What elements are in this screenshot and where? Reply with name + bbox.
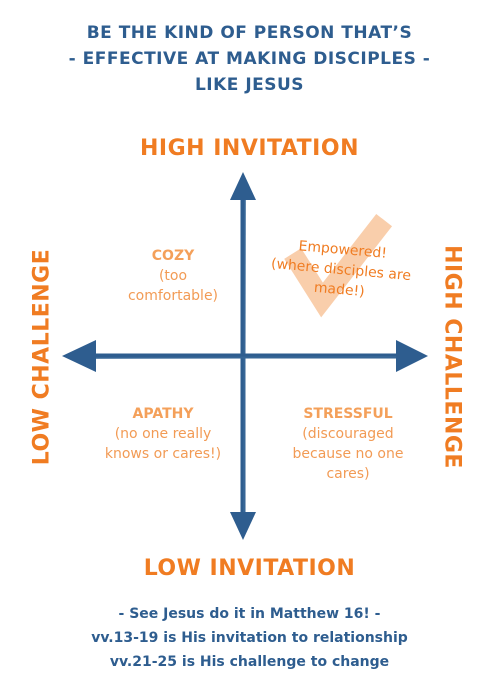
header-line-3: LIKE JESUS (194, 75, 305, 95)
quadrant-apathy: APATHY (no one really knows or cares!) (88, 404, 238, 464)
arrow-left-icon (62, 340, 96, 372)
axis-label-low-invitation: LOW INVITATION (143, 556, 356, 581)
arrow-right-icon (396, 340, 428, 372)
quadrant-stressful: STRESSFUL (discouraged because no one ca… (278, 404, 418, 484)
quadrant-desc-line: comfortable) (127, 288, 219, 304)
quadrant-cozy: COZY (too comfortable) (118, 246, 228, 306)
axis-label-high-invitation: HIGH INVITATION (140, 136, 359, 161)
quadrant-desc-line: knows or cares!) (104, 446, 222, 462)
footer-line-3: vv.21-25 is His challenge to change (109, 654, 390, 670)
footer-notes: - See Jesus do it in Matthew 16! - vv.13… (0, 602, 499, 674)
quadrant-title: STRESSFUL (303, 406, 393, 422)
arrow-up-icon (230, 172, 256, 200)
checkmark-icon (284, 213, 393, 318)
quadrant-desc-line: (no one really (114, 426, 212, 442)
arrow-down-icon (230, 512, 256, 540)
quadrant-desc-line: (too (158, 268, 188, 284)
axis-label-low-challenge: LOW CHALLENGE (29, 248, 55, 466)
footer-line-2: vv.13-19 is His invitation to relationsh… (91, 630, 408, 646)
header-line-1: BE THE KIND OF PERSON THAT’S (86, 23, 413, 43)
quadrant-title: APATHY (132, 406, 194, 422)
header-title: BE THE KIND OF PERSON THAT’S - EFFECTIVE… (0, 20, 499, 98)
quadrant-desc-line: cares) (326, 466, 370, 482)
axis-label-high-challenge: HIGH CHALLENGE (439, 245, 465, 469)
quadrant-desc-line: because no one (292, 446, 404, 462)
header-line-2: - EFFECTIVE AT MAKING DISCIPLES - (68, 49, 431, 69)
quadrant-title: COZY (151, 248, 195, 264)
footer-line-1: - See Jesus do it in Matthew 16! - (118, 606, 381, 622)
quadrant-desc-line: (discouraged (302, 426, 394, 442)
